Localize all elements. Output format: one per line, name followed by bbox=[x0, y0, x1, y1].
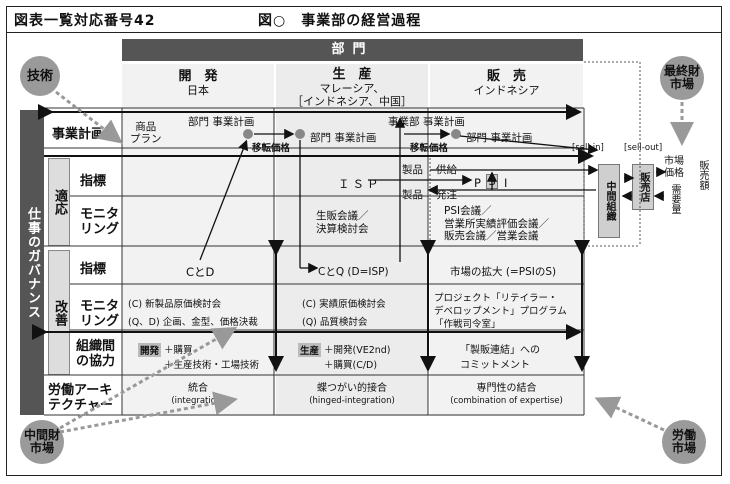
header-rule bbox=[6, 32, 722, 33]
figure-number: 図表一覧対応番号42 bbox=[14, 13, 156, 29]
market-expansion: 市場の拡大 (=PSIのS) bbox=[450, 266, 557, 278]
figure-title: 図○ 事業部の経営過程 bbox=[258, 13, 422, 29]
column-dev-head: 開 発 日本 bbox=[122, 70, 274, 98]
coop-prod: ＋開発(VE2nd) ＋購買(C/D) bbox=[324, 345, 391, 371]
column-dev-bg bbox=[122, 64, 274, 416]
labor-dev-en: (integration) bbox=[171, 396, 225, 406]
circle-saishu-shijo: 最終財 市場 bbox=[660, 56, 704, 100]
bumon-banner: 部門 bbox=[122, 39, 583, 61]
coop-prod-tag: 生産 bbox=[298, 343, 322, 357]
labor-dev-jp: 統合 bbox=[188, 383, 208, 394]
monitoring-prod-improve: (C) 実績原価検討会 (Q) 品質検討会 bbox=[302, 299, 386, 328]
row-shihyo-improve: 指標 bbox=[80, 262, 107, 277]
sell-out-label: [sell-out] bbox=[624, 143, 663, 153]
labor-prod: 蝶つがい的接合 (hinged-integration) bbox=[276, 382, 428, 408]
row-soshikikan: 組織間 の協力 bbox=[76, 339, 116, 369]
circle-chukan-shijo: 中間財 市場 bbox=[20, 420, 64, 464]
row-rodo-arch: 労働アーキ テクチャー bbox=[48, 383, 113, 413]
bumon-keikaku-sales: 部門 事業計画 bbox=[466, 132, 533, 144]
cd-label: CとD bbox=[186, 265, 215, 279]
column-dev-title: 開 発 bbox=[178, 69, 218, 84]
psi-i: I bbox=[504, 176, 508, 190]
labor-sales-jp: 専門性の結合 bbox=[476, 383, 537, 394]
labor-prod-en: (hinged-integration) bbox=[309, 396, 395, 406]
cq-label: CとQ (D=ISP) bbox=[318, 266, 389, 278]
row-monitoring-adapt: モニタ リング bbox=[80, 207, 120, 237]
psi-p: P bbox=[474, 176, 481, 190]
hanbaiten-box: 販売店 bbox=[632, 164, 654, 210]
diagram-frame bbox=[6, 6, 722, 476]
adapt-label: 適応 bbox=[48, 158, 70, 246]
labor-sales-en: (combination of expertise) bbox=[450, 396, 563, 406]
bumon-keikaku-prod: 部門 事業計画 bbox=[310, 132, 377, 144]
column-dev-sub: 日本 bbox=[187, 84, 209, 97]
coop-sales: 「製販連結」への コミットメント bbox=[460, 345, 540, 371]
coop-dev: ＋購買 ＋生産技術・工場技術 bbox=[164, 345, 260, 371]
monitoring-sales-adapt: PSI会議／ 営業所実績評価会議／ 販売会議／営業会議 bbox=[444, 205, 549, 242]
column-sales-head: 販 売 インドネシア bbox=[430, 70, 583, 98]
monitoring-dev-improve: (C) 新製品原価検討会 (Q、D) 企画、金型、価格決裁 bbox=[128, 299, 258, 328]
hatchu-label: 発注 bbox=[436, 189, 457, 201]
column-sales-bg bbox=[430, 64, 583, 416]
labor-dev: 統合 (integration) bbox=[122, 382, 274, 408]
column-sales-title: 販 売 bbox=[486, 69, 526, 84]
labor-prod-jp: 蝶つがい的接合 bbox=[317, 383, 387, 394]
row-shihyo-adapt: 指標 bbox=[80, 174, 107, 189]
demand-label: 需要量 bbox=[669, 184, 680, 214]
labor-sales: 専門性の結合 (combination of expertise) bbox=[430, 382, 583, 408]
sales-amount-label: 販売額 bbox=[697, 160, 708, 190]
row-shohin-plan: 商品 プラン bbox=[130, 121, 162, 145]
coop-dev-tag: 開発 bbox=[138, 343, 162, 357]
market-price-label: 市場 価格 bbox=[664, 156, 684, 179]
chukan-soshiki-box: 中間組織 bbox=[598, 164, 620, 238]
row-jigyo-keikaku: 事業計画 bbox=[52, 127, 105, 142]
seihin-label-1: 製品 bbox=[402, 164, 423, 176]
circle-rodo-shijo: 労働 市場 bbox=[662, 420, 706, 464]
column-prod-title: 生 産 bbox=[332, 67, 372, 82]
monitoring-prod-adapt: 生販会議／ 決算検討会 bbox=[316, 210, 369, 235]
seihin-label-2: 製品 bbox=[402, 189, 423, 201]
circle-gijutsu: 技術 bbox=[20, 56, 60, 96]
governance-label: 仕事のガバナンス bbox=[20, 110, 44, 415]
column-sales-sub: インドネシア bbox=[473, 84, 540, 97]
